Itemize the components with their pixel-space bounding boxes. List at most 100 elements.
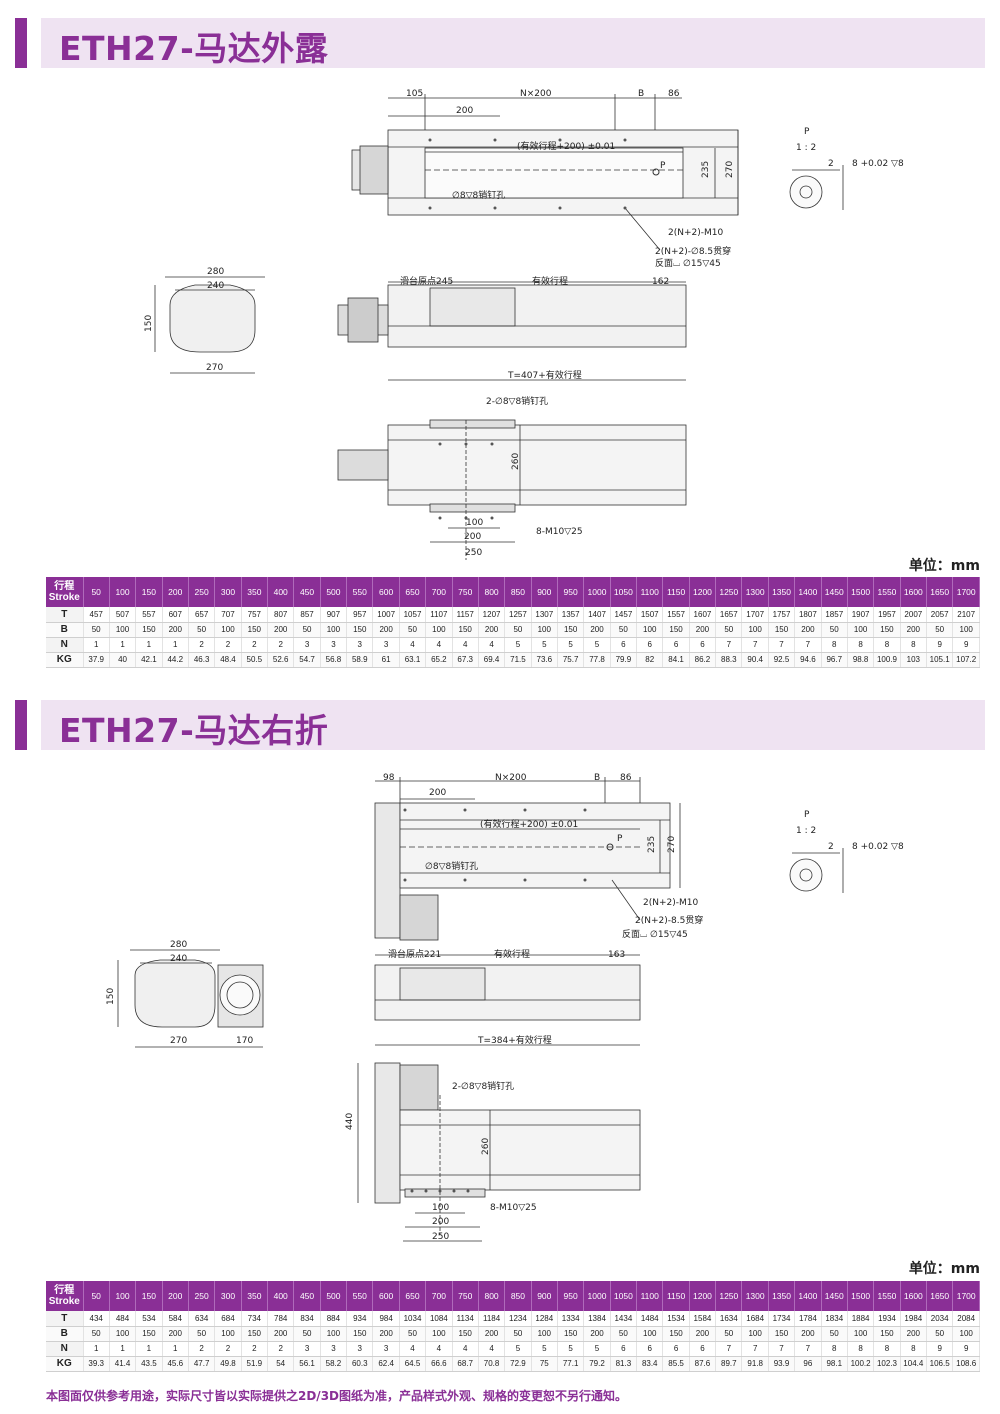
label-pin-hole: ∅8▽8销钉孔 xyxy=(425,860,478,872)
table-cell: 200 xyxy=(794,1326,822,1342)
table-cell: 100 xyxy=(531,622,558,638)
table-cell: 200 xyxy=(478,622,506,638)
table-cell: 834 xyxy=(293,1311,321,1327)
table-cell: 1107 xyxy=(425,607,453,623)
table-cell: 1 xyxy=(162,637,189,653)
table-cell: 96.7 xyxy=(821,652,848,668)
table-cell: 200 xyxy=(478,1326,506,1342)
table-cell: 2 xyxy=(241,637,269,653)
table-cell: 75 xyxy=(531,1356,558,1372)
header-stroke-value: 1200 xyxy=(689,577,717,607)
table-cell: 957 xyxy=(346,607,374,623)
table-cell: 984 xyxy=(372,1311,400,1327)
table-cell: 50 xyxy=(188,1326,216,1342)
table-cell: 106.5 xyxy=(926,1356,954,1372)
table-cell: 1457 xyxy=(610,607,638,623)
table-cell: 47.7 xyxy=(188,1356,216,1372)
row-label: B xyxy=(46,622,84,638)
technical-drawing-1: 105 N×200 B 86 200 (有效行程+200) ±0.01 P 23… xyxy=(144,89,904,560)
table-cell: 50 xyxy=(715,622,743,638)
table-cell: 1907 xyxy=(847,607,875,623)
table-cell: 56.1 xyxy=(293,1356,321,1372)
table-cell: 105.1 xyxy=(926,652,954,668)
table-cell: 150 xyxy=(452,1326,479,1342)
drawing-motor-folded: 98 N×200 B 86 200 (有效行程+200) ±0.01 P 235… xyxy=(0,765,1000,1255)
dim-270: 270 xyxy=(667,836,677,853)
table-cell: 100 xyxy=(214,1326,242,1342)
header-stroke-value: 200 xyxy=(162,577,189,607)
table-cell: 100 xyxy=(425,622,453,638)
header-stroke-value: 600 xyxy=(372,577,400,607)
table-cell: 100 xyxy=(109,622,137,638)
table-cell: 807 xyxy=(267,607,295,623)
table-cell: 4 xyxy=(399,637,427,653)
table-cell: 82 xyxy=(636,652,664,668)
table-cell: 200 xyxy=(583,1326,611,1342)
table-cell: 7 xyxy=(768,637,796,653)
table-cell: 100 xyxy=(847,622,875,638)
table-cell: 884 xyxy=(320,1311,348,1327)
header-stroke-value: 950 xyxy=(557,1281,585,1311)
header-stroke-value: 1350 xyxy=(768,1281,796,1311)
dim-total: T=407+有效行程 xyxy=(507,369,582,381)
section-title: ETH27-马达右折 xyxy=(59,711,329,750)
label-m10b: 8-M10▽25 xyxy=(490,1203,537,1213)
table-cell: 1284 xyxy=(531,1311,558,1327)
dim-total: T=384+有效行程 xyxy=(477,1034,552,1046)
table-cell: 2084 xyxy=(952,1311,980,1327)
table-cell: 94.6 xyxy=(794,652,822,668)
table-cell: 200 xyxy=(794,622,822,638)
table-cell: 150 xyxy=(662,1326,690,1342)
dim-side-270: 270 xyxy=(170,1036,187,1046)
table-cell: 4 xyxy=(399,1341,427,1357)
table-cell: 81.3 xyxy=(610,1356,638,1372)
header-stroke-value: 1550 xyxy=(873,1281,901,1311)
header-stroke-value: 1100 xyxy=(636,1281,664,1311)
table-cell: 3 xyxy=(346,637,374,653)
table-cell: 37.9 xyxy=(83,652,110,668)
accent-bar xyxy=(15,18,27,68)
header-stroke-value: 100 xyxy=(109,1281,137,1311)
table-cell: 7 xyxy=(794,637,822,653)
dim-nx200: N×200 xyxy=(495,773,527,783)
table-cell: 100 xyxy=(320,622,348,638)
label-back: 反面⌴ ∅15▽45 xyxy=(655,258,721,269)
table-cell: 64.5 xyxy=(399,1356,427,1372)
table-cell: 5 xyxy=(583,637,611,653)
table-cell: 7 xyxy=(715,637,743,653)
row-label: N xyxy=(46,637,84,653)
header-stroke-value: 200 xyxy=(162,1281,189,1311)
table-cell: 62.4 xyxy=(372,1356,400,1372)
detail-ratio: 1 : 2 xyxy=(796,826,816,836)
table-cell: 8 xyxy=(900,637,928,653)
label-stroke: 有效行程 xyxy=(494,948,530,960)
table-cell: 6 xyxy=(689,1341,717,1357)
table-cell: 907 xyxy=(320,607,348,623)
table-cell: 8 xyxy=(847,637,875,653)
dim-163: 163 xyxy=(608,950,625,960)
table-cell: 50 xyxy=(610,622,638,638)
table-cell: 100 xyxy=(952,1326,980,1342)
table-cell: 1157 xyxy=(452,607,479,623)
table-cell: 107.2 xyxy=(952,652,980,668)
header-stroke-value: 800 xyxy=(478,1281,506,1311)
table-cell: 1834 xyxy=(821,1311,848,1327)
table-cell: 1 xyxy=(135,1341,163,1357)
table-cell: 9 xyxy=(926,637,954,653)
dim-side-170: 170 xyxy=(236,1036,253,1046)
table-cell: 8 xyxy=(873,1341,901,1357)
header-stroke-value: 1450 xyxy=(821,1281,848,1311)
header-stroke-value: 350 xyxy=(241,1281,269,1311)
table-cell: 86.2 xyxy=(689,652,717,668)
table-cell: 1557 xyxy=(662,607,690,623)
row-label: N xyxy=(46,1341,84,1357)
table-cell: 150 xyxy=(873,622,901,638)
table-cell: 98.1 xyxy=(821,1356,848,1372)
table-cell: 51.9 xyxy=(241,1356,269,1372)
table-cell: 3 xyxy=(293,637,321,653)
table-cell: 1334 xyxy=(557,1311,585,1327)
header-stroke-value: 450 xyxy=(293,577,321,607)
table-cell: 1184 xyxy=(478,1311,506,1327)
